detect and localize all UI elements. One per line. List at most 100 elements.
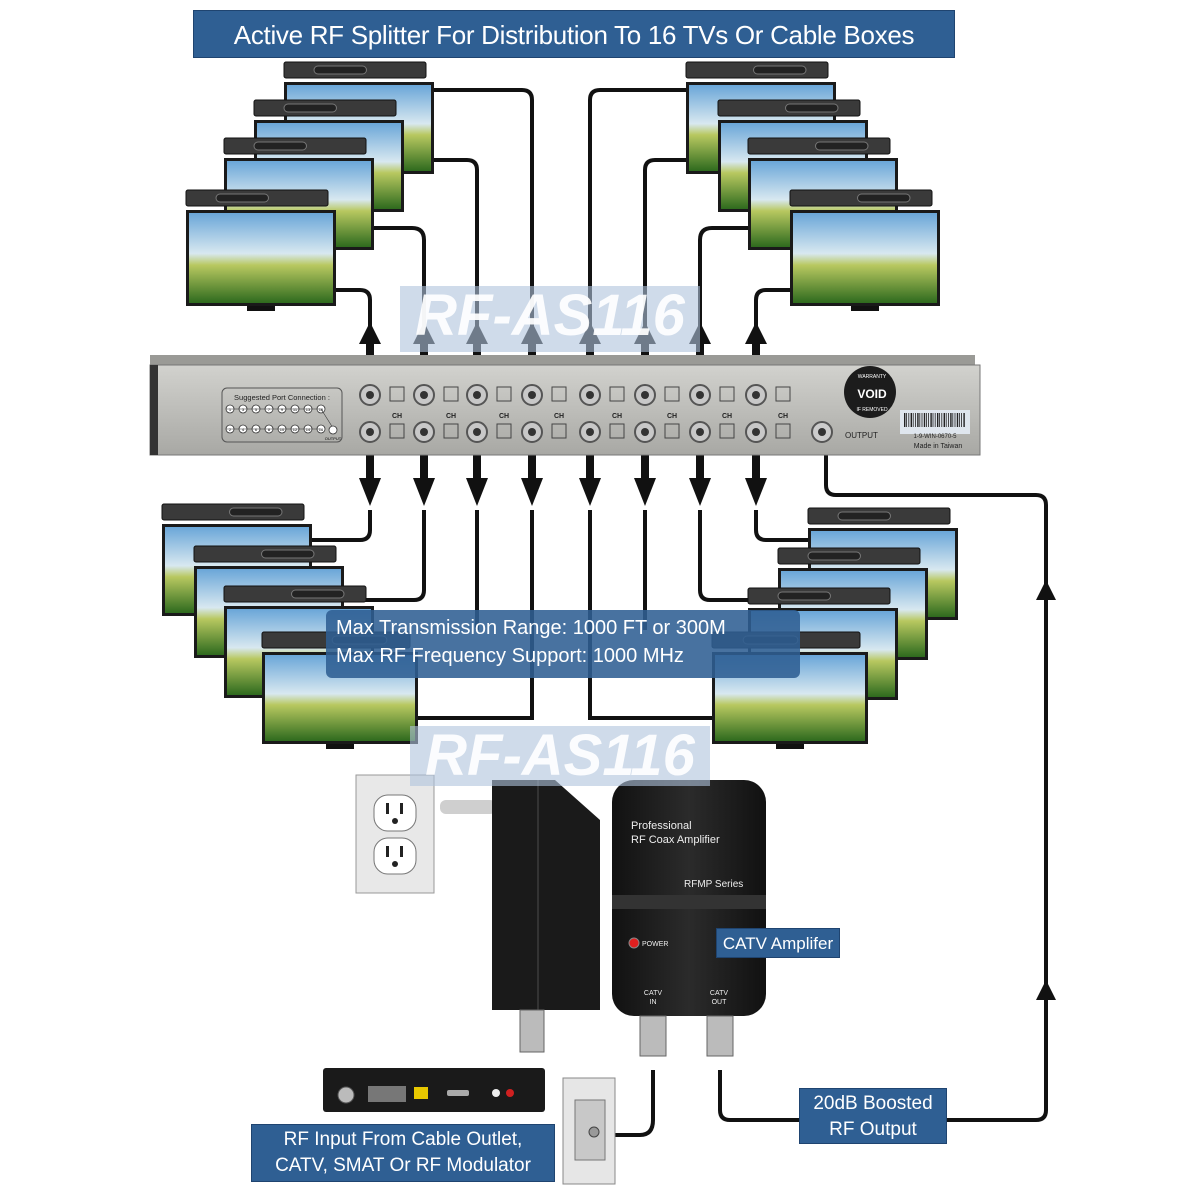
warranty-bottom: IF REMOVED [856, 407, 888, 413]
catv-in-label-2: IN [650, 999, 657, 1006]
boosted-line1: 20dB Boosted [813, 1093, 933, 1114]
barcode-bar [904, 413, 906, 427]
port-guide-output-label: OUTPUT [325, 436, 342, 441]
catv-in-connector [639, 1015, 667, 1057]
set-top-box-display [837, 511, 891, 521]
arrow-down-icon [634, 478, 656, 506]
channel-label: CH [554, 413, 564, 420]
amplifier-line2: RF Coax Amplifier [631, 834, 720, 846]
channel-label-box [551, 386, 567, 402]
coax-cable [418, 510, 534, 720]
arrow-down-shaft [366, 452, 374, 482]
channel-label: CH [778, 413, 788, 420]
barcode-bar [923, 413, 926, 427]
f-connector-core [696, 428, 704, 436]
network-port [414, 1087, 428, 1099]
barcode-bar [956, 413, 959, 427]
f-connector-core [641, 391, 649, 399]
set-top-box-display [857, 193, 911, 203]
cable-box [323, 1068, 545, 1112]
channel-label-box [443, 423, 459, 439]
set-top-box-display [229, 507, 283, 517]
set-top-box-display [815, 141, 869, 151]
port-guide-number: 9 [281, 407, 284, 412]
cable-box-card-slot [368, 1086, 406, 1102]
channel-label-box [719, 386, 735, 402]
channel-label-box [496, 386, 512, 402]
boosted-output-callout: 20dB Boosted RF Output [799, 1088, 947, 1144]
f-connector-core [752, 428, 760, 436]
f-connector-core [473, 428, 481, 436]
coax-cable [312, 510, 372, 542]
arrow-down-icon [579, 478, 601, 506]
arrow-down-shaft [528, 452, 536, 482]
channel-label-box [496, 423, 512, 439]
adapter-body [492, 780, 600, 1010]
barcode-bar [952, 413, 954, 427]
channel-label-box [775, 386, 791, 402]
tv-screen [189, 213, 333, 303]
port-panel-title: Suggested Port Connection : [234, 393, 330, 402]
port-guide-number: 11 [293, 407, 298, 412]
coax-cable [434, 88, 534, 330]
tv-stand [326, 744, 354, 749]
spec-callout: Max Transmission Range: 1000 FT or 300M … [326, 610, 800, 678]
tv-stand [851, 306, 879, 311]
f-connector-core [752, 391, 760, 399]
wall-coax-port [588, 1126, 600, 1138]
port-guide-number: 6 [255, 427, 258, 432]
arrow-down-icon [689, 478, 711, 506]
barcode-bar [963, 413, 965, 427]
port-guide-number: 14 [306, 427, 311, 432]
channel-label-box [775, 423, 791, 439]
port-guide-number: 5 [255, 407, 258, 412]
barcode-bar [926, 413, 927, 427]
set-top-box-display [261, 549, 315, 559]
port-guide-number: 13 [306, 407, 311, 412]
f-connector-core [420, 428, 428, 436]
port-guide-number: 16 [319, 427, 324, 432]
page-title: Active RF Splitter For Distribution To 1… [193, 10, 955, 58]
arrow-down-icon [413, 478, 435, 506]
warranty-main: VOID [857, 387, 887, 401]
set-top-box-display [807, 551, 861, 561]
cable-in-port [337, 1086, 355, 1104]
tv-with-cable-box [185, 189, 336, 311]
coax-cable [754, 288, 790, 330]
set-top-box-display [215, 193, 269, 203]
adapter-prong [440, 800, 496, 814]
amplifier-divider [612, 895, 766, 909]
set-top-box-display [253, 141, 307, 151]
barcode-bar [934, 413, 936, 427]
warranty-top: WARRANTY [858, 374, 887, 380]
outlet-slot [386, 846, 389, 857]
amplifier-line1: Professional [631, 820, 692, 832]
catv-out-label-2: OUT [712, 999, 728, 1006]
splitter-left-edge [150, 365, 158, 455]
barcode-bar [915, 413, 916, 427]
coax-cable [588, 510, 712, 720]
channel-label: CH [392, 413, 402, 420]
coax-cable [600, 1070, 655, 1137]
f-connector-core [586, 391, 594, 399]
catv-in-label-1: CATV [644, 990, 662, 997]
port-guide-number: 10 [280, 427, 285, 432]
channel-label-box [443, 386, 459, 402]
power-adapter [440, 780, 600, 1053]
tv-group [161, 61, 958, 749]
arrow-up-icon [745, 322, 767, 344]
port-guide-number: 4 [242, 427, 245, 432]
tv-with-cable-box [789, 189, 940, 311]
tv-screen [793, 213, 937, 303]
channel-label: CH [612, 413, 622, 420]
arrow-down-shaft [696, 452, 704, 482]
channel-label-box [551, 423, 567, 439]
barcode-bar [906, 413, 907, 427]
spec-frequency: Max RF Frequency Support: 1000 MHz [336, 645, 684, 667]
outlet-socket-top [373, 794, 417, 832]
barcode-bar [932, 413, 934, 427]
channel-label-box [609, 423, 625, 439]
channel-label-box [664, 423, 680, 439]
coax-cable [698, 510, 778, 602]
splitter-front-panel [149, 364, 981, 456]
